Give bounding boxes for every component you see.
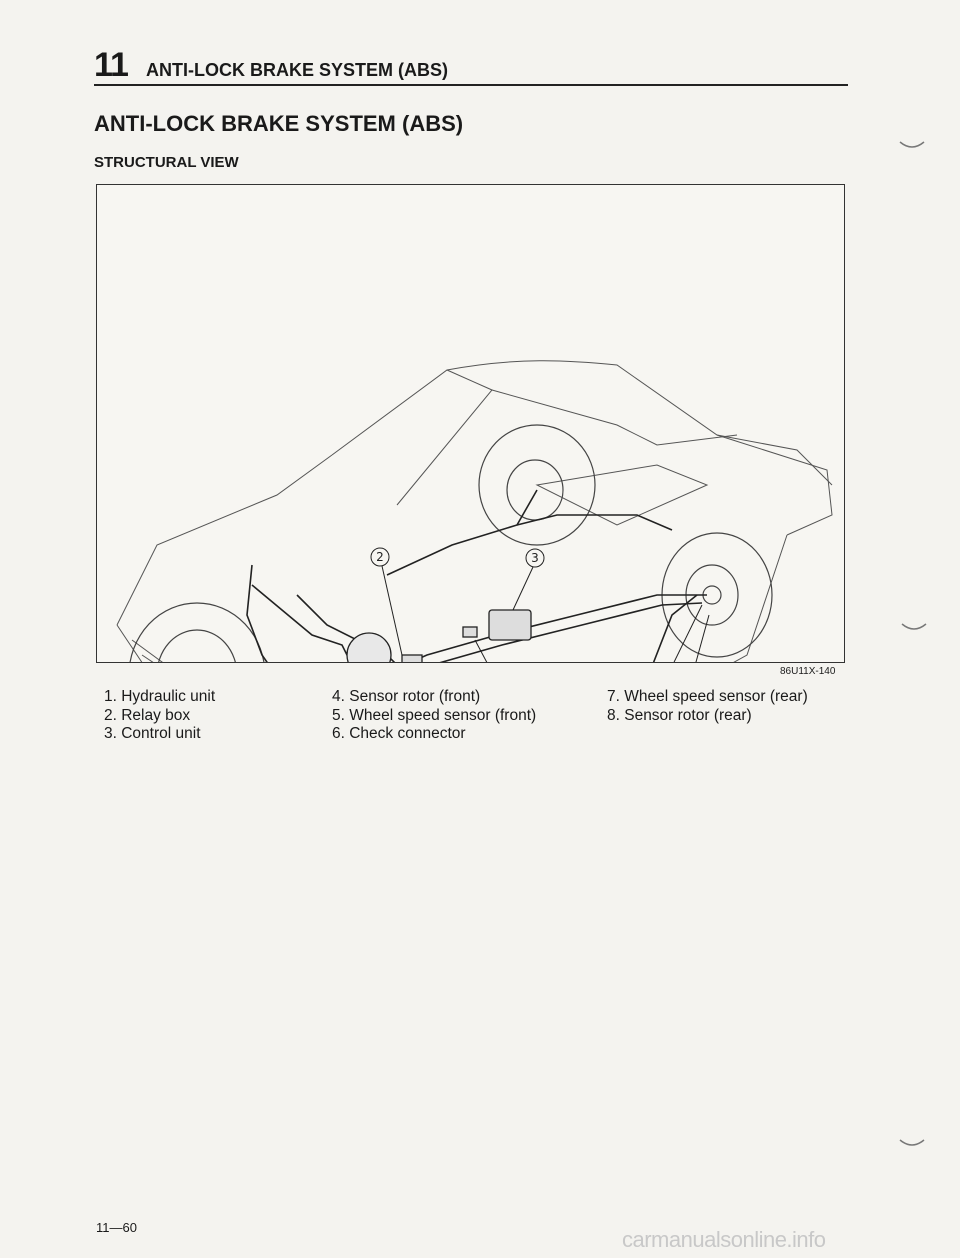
check-connector-body: [462, 626, 478, 638]
legend-item: 2. Relay box: [104, 706, 191, 724]
car-rear-window: [535, 464, 709, 526]
rear-left-wheel: [478, 424, 596, 546]
margin-hole-mark-icon: [899, 1139, 925, 1146]
brake-line-rear-left: [386, 489, 538, 576]
margin-hole-mark-icon: [899, 141, 925, 148]
harness-main: [296, 594, 396, 662]
car-hood: [116, 454, 333, 626]
callout-2: 2: [376, 550, 384, 564]
car-windshield: [331, 369, 493, 506]
subsection-title: STRUCTURAL VIEW: [94, 154, 239, 171]
legend-item: 8. Sensor rotor (rear): [607, 706, 752, 724]
brake-line-rear-left-2: [516, 514, 673, 531]
legend-column-3: 7. Wheel speed sensor (rear) 8. Sensor r…: [607, 688, 808, 725]
brake-line-front-left: [251, 584, 352, 662]
car-body-outline: [105, 645, 107, 662]
car-roof-outline: [446, 360, 833, 536]
legend-item: 7. Wheel speed sensor (rear): [607, 688, 808, 705]
page-number: 11—60: [96, 1220, 137, 1235]
callout-3: 3: [531, 551, 539, 565]
car-lower-body: [733, 534, 788, 662]
front-left-wheel: [129, 602, 265, 662]
page-header: 11 ANTI-LOCK BRAKE SYSTEM (ABS): [94, 48, 848, 86]
brake-booster: [346, 632, 392, 662]
structural-view-figure: 1 2 3 4 5 6 7 8: [96, 184, 845, 663]
chapter-number: 11: [94, 46, 129, 84]
front-left-wheel-inner: [158, 629, 236, 662]
car-trunk: [716, 434, 833, 486]
harness-front: [246, 564, 268, 662]
section-title: ANTI-LOCK BRAKE SYSTEM (ABS): [94, 111, 464, 136]
brake-line-main-2: [439, 602, 703, 662]
chapter-title: ANTI-LOCK BRAKE SYSTEM (ABS): [146, 60, 448, 80]
margin-hole-mark-icon: [901, 623, 927, 630]
header-rule: [94, 84, 848, 86]
watermark: carmanualsonline.info: [622, 1227, 826, 1252]
figure-code: 86U11X-140: [780, 666, 836, 677]
rear-left-disc: [506, 459, 564, 521]
legend-item: 5. Wheel speed sensor (front): [332, 706, 537, 724]
car-abs-illustration: 1 2 3 4 5 6 7 8: [105, 360, 833, 662]
legend-column-1: 1. Hydraulic unit 2. Relay box 3. Contro…: [104, 688, 215, 744]
harness-rear: [652, 594, 698, 662]
legend-column-2: 4. Sensor rotor (front) 5. Wheel speed s…: [332, 688, 536, 744]
control-unit-body: [488, 609, 532, 641]
legend-item: 4. Sensor rotor (front): [332, 688, 481, 705]
car-grille: [131, 639, 163, 662]
callout-2-circle: [370, 547, 390, 567]
callout-3-circle: [525, 548, 545, 568]
legend-item: 1. Hydraulic unit: [104, 688, 216, 705]
car-side-line: [491, 389, 738, 446]
legend-item: 3. Control unit: [104, 725, 201, 742]
relay-box-body: [401, 654, 423, 662]
legend-item: 6. Check connector: [332, 725, 466, 742]
